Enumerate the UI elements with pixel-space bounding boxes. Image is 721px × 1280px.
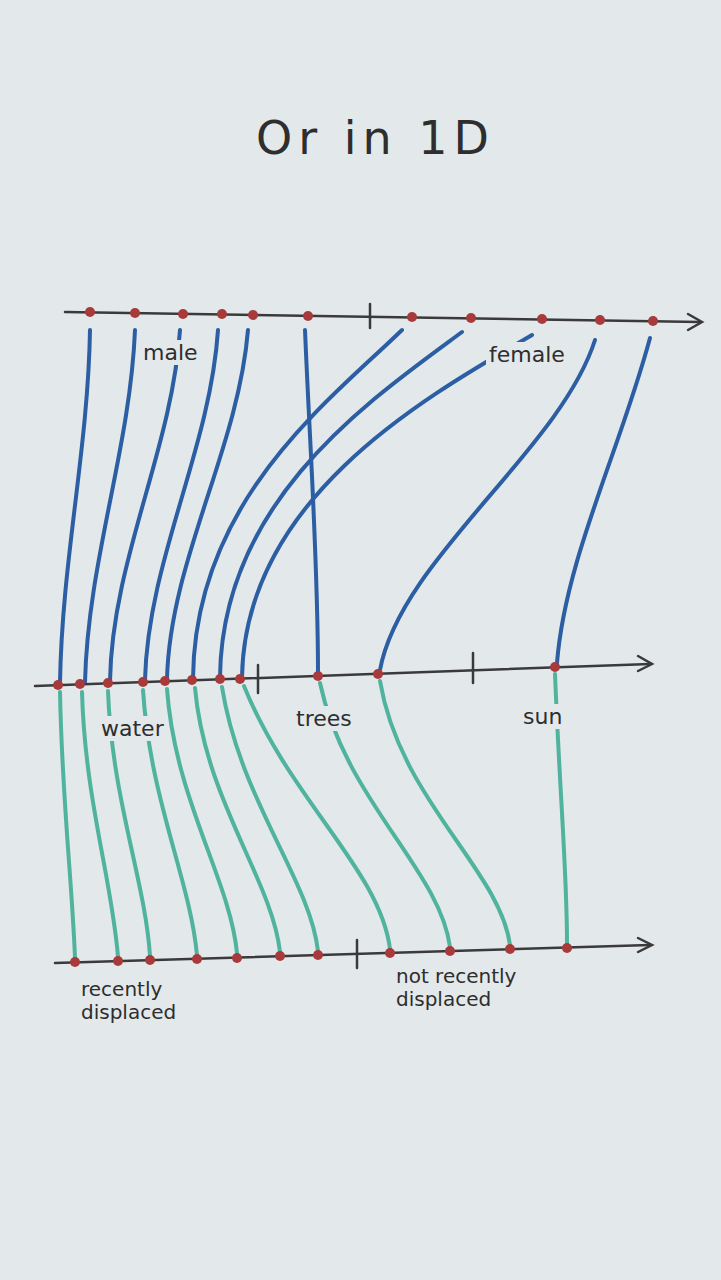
axis-label: sun: [520, 704, 565, 729]
blue-mapping-lines: [60, 330, 650, 683]
title: Or in 1D: [253, 112, 498, 165]
axis-label: female: [486, 342, 568, 367]
axis-label: male: [140, 340, 201, 365]
data-points: [53, 307, 658, 967]
axis-label: trees: [293, 706, 355, 731]
axis-label: recently displaced: [78, 978, 204, 1024]
axis-label: not recently displaced: [393, 965, 574, 1011]
axes: [35, 304, 702, 968]
green-mapping-lines: [60, 674, 567, 958]
axis-label: water: [98, 716, 167, 741]
